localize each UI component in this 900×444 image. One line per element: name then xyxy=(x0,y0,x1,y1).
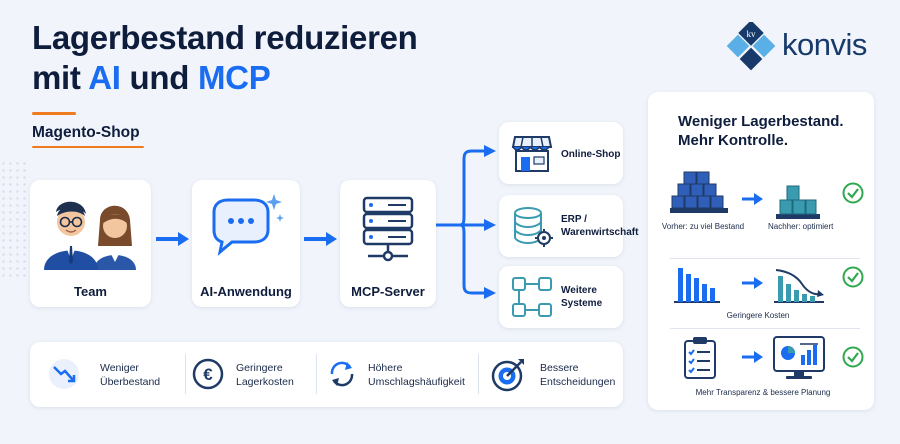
bar-chart-icon xyxy=(674,268,720,303)
team-card: Team xyxy=(30,180,151,307)
optimized-boxes-icon xyxy=(776,185,820,219)
server-icon xyxy=(362,196,414,262)
benefit-label: Bessere Entscheidungen xyxy=(540,362,616,388)
arrow-right-icon xyxy=(742,277,763,289)
dashboard-monitor-icon xyxy=(773,336,825,379)
system-label: Online-Shop xyxy=(561,149,621,160)
check-circle-icon xyxy=(842,182,864,204)
system-card-erp: ERP / Warenwirtschaft xyxy=(499,195,639,257)
system-label: Weitere Systeme xyxy=(561,285,603,309)
database-gear-icon xyxy=(514,207,553,247)
logo-text: konvis xyxy=(782,27,867,62)
benefit-label: Höhere Umschlagshäufigkeit xyxy=(368,362,465,388)
system-card-other: Weitere Systeme xyxy=(499,266,623,328)
cycle-arrows-icon xyxy=(330,361,354,387)
subtitle-underline xyxy=(32,146,144,148)
svg-text:€: € xyxy=(203,365,213,384)
mcp-server-card: MCP-Server xyxy=(340,180,436,307)
team-label: Team xyxy=(74,284,107,299)
title-underline xyxy=(32,112,76,115)
boxes-icon xyxy=(670,171,728,213)
target-icon xyxy=(491,359,524,392)
title-line-1: Lagerbestand reduzieren xyxy=(32,19,418,56)
check-circle-icon xyxy=(842,346,864,368)
page-title: Lagerbestand reduzieren mit AI und MCP xyxy=(32,18,418,98)
konvis-logo: kv konvis xyxy=(724,22,884,72)
cost-caption: Geringere Kosten xyxy=(726,311,790,320)
arrow-right-icon xyxy=(742,193,763,205)
benefits-bar: Weniger Überbestand € Geringere Lagerkos… xyxy=(30,342,623,407)
logo-mark-icon: kv xyxy=(726,22,776,71)
branch-arrows-icon xyxy=(436,145,496,299)
arrow-right-icon xyxy=(156,232,189,246)
side-panel: Weniger Lagerbestand. Mehr Kontrolle. Vo… xyxy=(648,92,874,410)
before-caption: Vorher: zu viel Bestand xyxy=(661,222,745,231)
store-icon xyxy=(511,136,553,172)
decorative-dots xyxy=(0,160,26,280)
trend-down-icon xyxy=(49,359,79,389)
benefit-label: Geringere Lagerkosten xyxy=(236,362,294,388)
chat-bubble-icon xyxy=(212,194,284,256)
title-line-2: mit AI und MCP xyxy=(32,59,271,96)
after-caption: Nachher: optimiert xyxy=(768,222,834,231)
divider xyxy=(670,258,860,259)
declining-chart-icon xyxy=(774,269,824,303)
divider xyxy=(316,354,317,394)
mcp-server-label: MCP-Server xyxy=(351,284,425,299)
benefit-label: Weniger Überbestand xyxy=(100,362,161,388)
divider xyxy=(670,328,860,329)
euro-icon: € xyxy=(192,358,224,390)
svg-text:kv: kv xyxy=(747,29,757,39)
system-label: ERP / Warenwirtschaft xyxy=(561,214,639,238)
ai-application-card: AI-Anwendung xyxy=(192,180,300,307)
workflow-icon xyxy=(512,277,552,317)
check-circle-icon xyxy=(842,266,864,288)
title-mcp: MCP xyxy=(197,59,271,96)
checklist-icon xyxy=(684,337,716,379)
divider xyxy=(185,354,186,394)
team-avatars-icon xyxy=(44,201,136,270)
ai-application-label: AI-Anwendung xyxy=(200,284,292,299)
section-subtitle: Magento-Shop xyxy=(32,124,140,141)
title-ai: AI xyxy=(88,59,121,96)
system-card-online-shop: Online-Shop xyxy=(499,122,623,184)
arrow-right-icon xyxy=(304,232,337,246)
side-panel-title: Weniger Lagerbestand. Mehr Kontrolle. xyxy=(678,113,844,149)
arrow-right-icon xyxy=(742,351,763,363)
transparency-caption: Mehr Transparenz & bessere Planung xyxy=(695,388,831,397)
divider xyxy=(478,354,479,394)
